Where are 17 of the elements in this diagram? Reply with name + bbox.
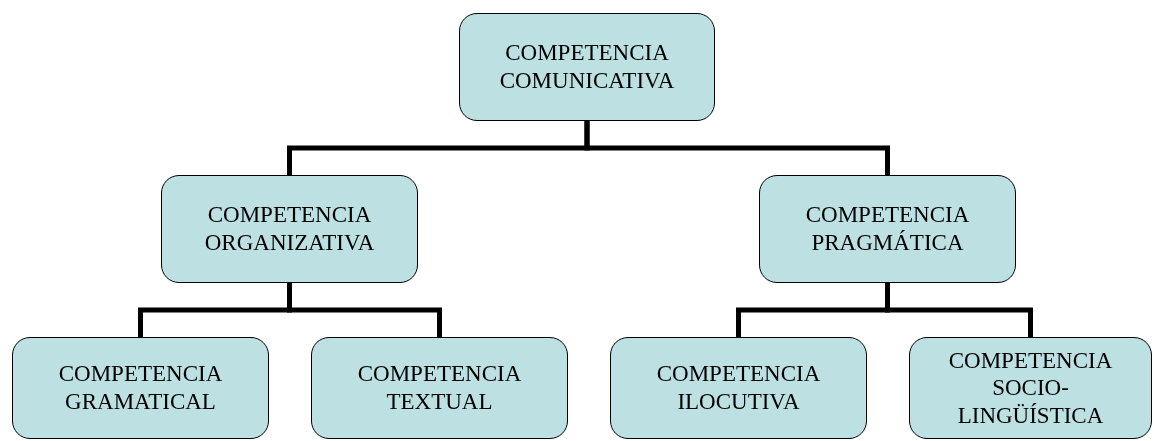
- connector-line: [885, 283, 1033, 337]
- box-text: COMPETENCIA GRAMATICAL: [57, 360, 224, 416]
- concept-box: [161, 175, 418, 283]
- concept-box: [610, 337, 867, 439]
- connector-line: [287, 283, 442, 337]
- concept-box: [909, 337, 1152, 439]
- concept-box: [759, 175, 1016, 283]
- box-text: COMPETENCIA TEXTUAL: [356, 360, 523, 416]
- box-text: COMPETENCIA SOCIO- LINGÜÍSTICA: [947, 346, 1114, 430]
- concept-box: [459, 13, 715, 121]
- box-text: COMPETENCIA ORGANIZATIVA: [203, 201, 376, 257]
- connector-line: [584, 121, 890, 175]
- box-text: COMPETENCIA ILOCUTIVA: [655, 360, 822, 416]
- concept-box: [12, 337, 269, 439]
- box-text: COMPETENCIA COMUNICATIVA: [498, 39, 676, 95]
- concept-box: [311, 337, 568, 439]
- box-text: COMPETENCIA PRAGMÁTICA: [804, 201, 971, 257]
